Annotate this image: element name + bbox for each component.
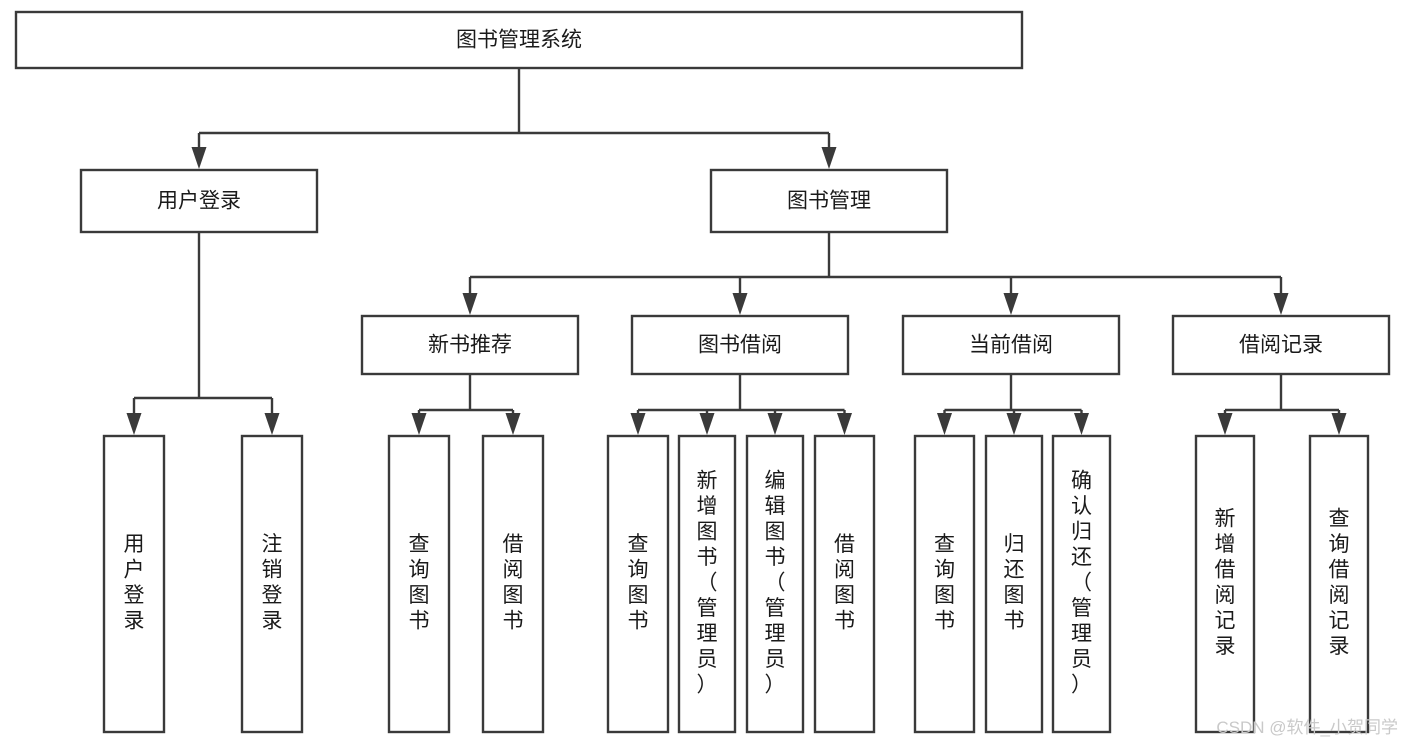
node-box-leaf-cur-query — [913, 434, 976, 734]
connector-layer — [126, 68, 1347, 435]
node-label-leaf-rec-query: 查询图书 — [409, 533, 430, 633]
node-box-leaf-user-login — [102, 434, 166, 734]
node-box-leaf-borrow-query — [606, 434, 670, 734]
arrow-head-icon — [1074, 413, 1089, 435]
node-box-leaf-cur-return — [984, 434, 1044, 734]
arrow-head-icon — [837, 413, 852, 435]
node-leaf-rec-query[interactable]: 查询图书 — [387, 434, 451, 734]
node-label-leaf-borrow-lend: 借阅图书 — [834, 533, 855, 633]
node-box-leaf-cur-confirm — [1051, 434, 1112, 734]
node-leaf-rec-add[interactable]: 新增借阅记录 — [1194, 434, 1256, 734]
node-label-leaf-borrow-edit: 编辑图书（管理员） — [765, 469, 786, 696]
node-box-leaf-borrow-add — [677, 434, 737, 734]
node-box-book-manage — [709, 168, 949, 234]
node-box-leaf-user-logout — [240, 434, 304, 734]
node-label-new-book-rec: 新书推荐 — [428, 334, 512, 357]
node-label-current-borrow: 当前借阅 — [969, 334, 1053, 357]
edge-group-user-login — [126, 232, 280, 435]
arrow-head-icon — [1273, 293, 1289, 315]
node-leaf-rec-borrow[interactable]: 借阅图书 — [481, 434, 545, 734]
node-borrow-record[interactable]: 借阅记录 — [1171, 314, 1391, 376]
node-box-user-login — [79, 168, 319, 234]
node-leaf-rec-search[interactable]: 查询借阅记录 — [1308, 434, 1370, 734]
node-label-leaf-user-logout: 注销登录 — [262, 533, 283, 633]
node-leaf-borrow-edit[interactable]: 编辑图书（管理员） — [745, 434, 805, 734]
arrow-head-icon — [767, 413, 783, 435]
node-box-leaf-rec-query — [387, 434, 451, 734]
node-label-leaf-user-login: 用户登录 — [124, 533, 145, 633]
edge-group-book-borrow — [630, 374, 852, 435]
node-box-leaf-rec-search — [1308, 434, 1370, 734]
node-box-book-borrow — [630, 314, 850, 376]
node-book-manage[interactable]: 图书管理 — [709, 168, 949, 234]
edge-group-root — [191, 68, 837, 169]
node-label-leaf-cur-query: 查询图书 — [934, 533, 955, 633]
arrow-head-icon — [505, 413, 521, 435]
arrow-head-icon — [1003, 293, 1019, 315]
node-user-login[interactable]: 用户登录 — [79, 168, 319, 234]
node-layer: 图书管理系统用户登录图书管理新书推荐图书借阅当前借阅借阅记录用户登录注销登录查询… — [14, 10, 1391, 734]
node-leaf-cur-confirm[interactable]: 确认归还（管理员） — [1051, 434, 1112, 734]
node-leaf-borrow-lend[interactable]: 借阅图书 — [813, 434, 876, 734]
node-label-book-manage: 图书管理 — [787, 190, 871, 213]
edge-group-borrow-record — [1217, 374, 1347, 435]
node-box-borrow-record — [1171, 314, 1391, 376]
arrow-head-icon — [732, 293, 748, 315]
node-book-borrow[interactable]: 图书借阅 — [630, 314, 850, 376]
arrow-head-icon — [630, 413, 646, 435]
arrow-head-icon — [821, 147, 837, 169]
node-new-book-rec[interactable]: 新书推荐 — [360, 314, 580, 376]
edge-group-new-book-rec — [411, 374, 521, 435]
node-label-root: 图书管理系统 — [456, 29, 582, 52]
csdn-watermark: CSDN @软件_小贺同学 — [1216, 718, 1398, 737]
node-leaf-borrow-add[interactable]: 新增图书（管理员） — [677, 434, 737, 734]
node-label-leaf-rec-search: 查询借阅记录 — [1329, 508, 1350, 659]
node-leaf-cur-query[interactable]: 查询图书 — [913, 434, 976, 734]
node-leaf-user-login[interactable]: 用户登录 — [102, 434, 166, 734]
arrow-head-icon — [462, 293, 478, 315]
arrow-head-icon — [191, 147, 207, 169]
arrow-head-icon — [264, 413, 280, 435]
node-label-leaf-cur-confirm: 确认归还（管理员） — [1071, 469, 1092, 696]
node-current-borrow[interactable]: 当前借阅 — [901, 314, 1121, 376]
node-box-leaf-borrow-lend — [813, 434, 876, 734]
arrow-head-icon — [1217, 413, 1233, 435]
node-box-leaf-borrow-edit — [745, 434, 805, 734]
edge-group-book-manage — [462, 232, 1289, 315]
node-label-user-login: 用户登录 — [157, 190, 241, 213]
node-box-root — [14, 10, 1024, 70]
arrow-head-icon — [699, 413, 715, 435]
node-label-borrow-record: 借阅记录 — [1239, 334, 1323, 357]
node-label-book-borrow: 图书借阅 — [698, 334, 782, 357]
edge-group-current-borrow — [937, 374, 1089, 435]
node-leaf-borrow-query[interactable]: 查询图书 — [606, 434, 670, 734]
arrow-head-icon — [1006, 413, 1022, 435]
node-box-leaf-rec-borrow — [481, 434, 545, 734]
node-root[interactable]: 图书管理系统 — [14, 10, 1024, 70]
node-label-leaf-rec-add: 新增借阅记录 — [1215, 508, 1236, 659]
node-label-leaf-borrow-query: 查询图书 — [628, 533, 649, 633]
node-label-leaf-borrow-add: 新增图书（管理员） — [697, 469, 718, 696]
node-leaf-cur-return[interactable]: 归还图书 — [984, 434, 1044, 734]
node-box-leaf-rec-add — [1194, 434, 1256, 734]
arrow-head-icon — [1331, 413, 1347, 435]
node-label-leaf-cur-return: 归还图书 — [1004, 533, 1025, 633]
node-box-new-book-rec — [360, 314, 580, 376]
node-box-current-borrow — [901, 314, 1121, 376]
arrow-head-icon — [411, 413, 427, 435]
node-leaf-user-logout[interactable]: 注销登录 — [240, 434, 304, 734]
arrow-head-icon — [126, 413, 142, 435]
node-label-leaf-rec-borrow: 借阅图书 — [503, 533, 524, 633]
arrow-head-icon — [937, 413, 952, 435]
